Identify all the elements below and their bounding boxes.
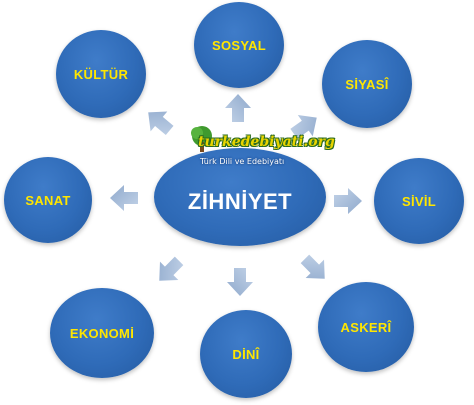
site-logo: turkedebiyati.org Türk Dili ve Edebiyatı bbox=[188, 124, 335, 174]
node-kultur: KÜLTÜR bbox=[56, 30, 146, 118]
arrow-to-ekonomi bbox=[150, 251, 189, 290]
node-label: KÜLTÜR bbox=[73, 66, 129, 82]
arrow-to-sivil bbox=[334, 188, 362, 214]
logo-subtitle: Türk Dili ve Edebiyatı bbox=[200, 157, 285, 166]
arrow-to-askeri bbox=[295, 249, 334, 288]
arrow-to-sosyal bbox=[225, 94, 251, 122]
node-label: DİNÎ bbox=[232, 346, 260, 362]
node-label: SOSYAL bbox=[211, 37, 267, 53]
node-siyasi: SİYASÎ bbox=[322, 40, 412, 128]
arrow-to-sanat bbox=[110, 185, 138, 211]
node-sivil: SİVİL bbox=[374, 158, 464, 244]
node-label: SİYASÎ bbox=[345, 76, 389, 92]
node-sosyal: SOSYAL bbox=[194, 2, 284, 88]
node-label: EKONOMİ bbox=[69, 325, 135, 341]
center-label: ZİHNİYET bbox=[187, 189, 293, 214]
arrow-to-kultur bbox=[139, 102, 179, 141]
node-label: SİVİL bbox=[401, 193, 436, 209]
node-askeri: ASKERÎ bbox=[318, 282, 414, 372]
node-dini: DİNÎ bbox=[200, 310, 292, 398]
center-node: ZİHNİYET bbox=[154, 148, 326, 246]
node-sanat: SANAT bbox=[4, 157, 92, 243]
logo-text: turkedebiyati.org bbox=[198, 134, 335, 150]
arrow-to-dini bbox=[227, 268, 253, 296]
node-label: ASKERÎ bbox=[340, 319, 392, 335]
node-label: SANAT bbox=[25, 192, 71, 208]
tree-icon bbox=[191, 126, 212, 152]
node-ekonomi: EKONOMİ bbox=[50, 288, 154, 378]
